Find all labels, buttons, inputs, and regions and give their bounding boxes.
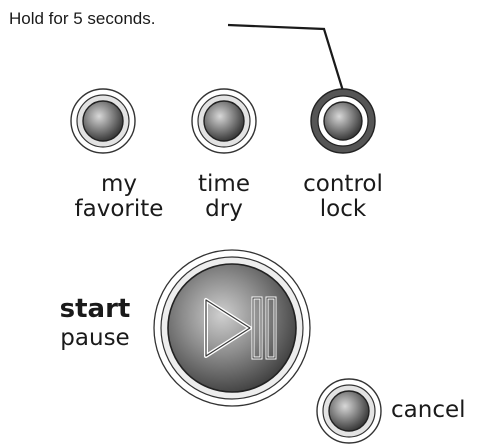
start-pause-label: start pause: [59, 294, 131, 351]
control-lock-button[interactable]: [309, 87, 377, 155]
play-pause-icon: [153, 249, 311, 407]
time-dry-label: time dry: [198, 171, 250, 222]
control-lock-label: control lock: [303, 171, 383, 222]
my-favorite-button[interactable]: [69, 87, 137, 155]
my-favorite-label: my favorite: [74, 171, 164, 222]
cancel-label: cancel: [391, 397, 466, 423]
start-pause-button[interactable]: [152, 248, 312, 408]
knob-icon: [316, 378, 382, 444]
knob-icon: [191, 88, 257, 154]
callout-text: Hold for 5 seconds.: [9, 9, 156, 28]
time-dry-button[interactable]: [190, 87, 258, 155]
knob-icon: [310, 88, 376, 154]
cancel-button[interactable]: [314, 377, 384, 445]
knob-icon: [70, 88, 136, 154]
